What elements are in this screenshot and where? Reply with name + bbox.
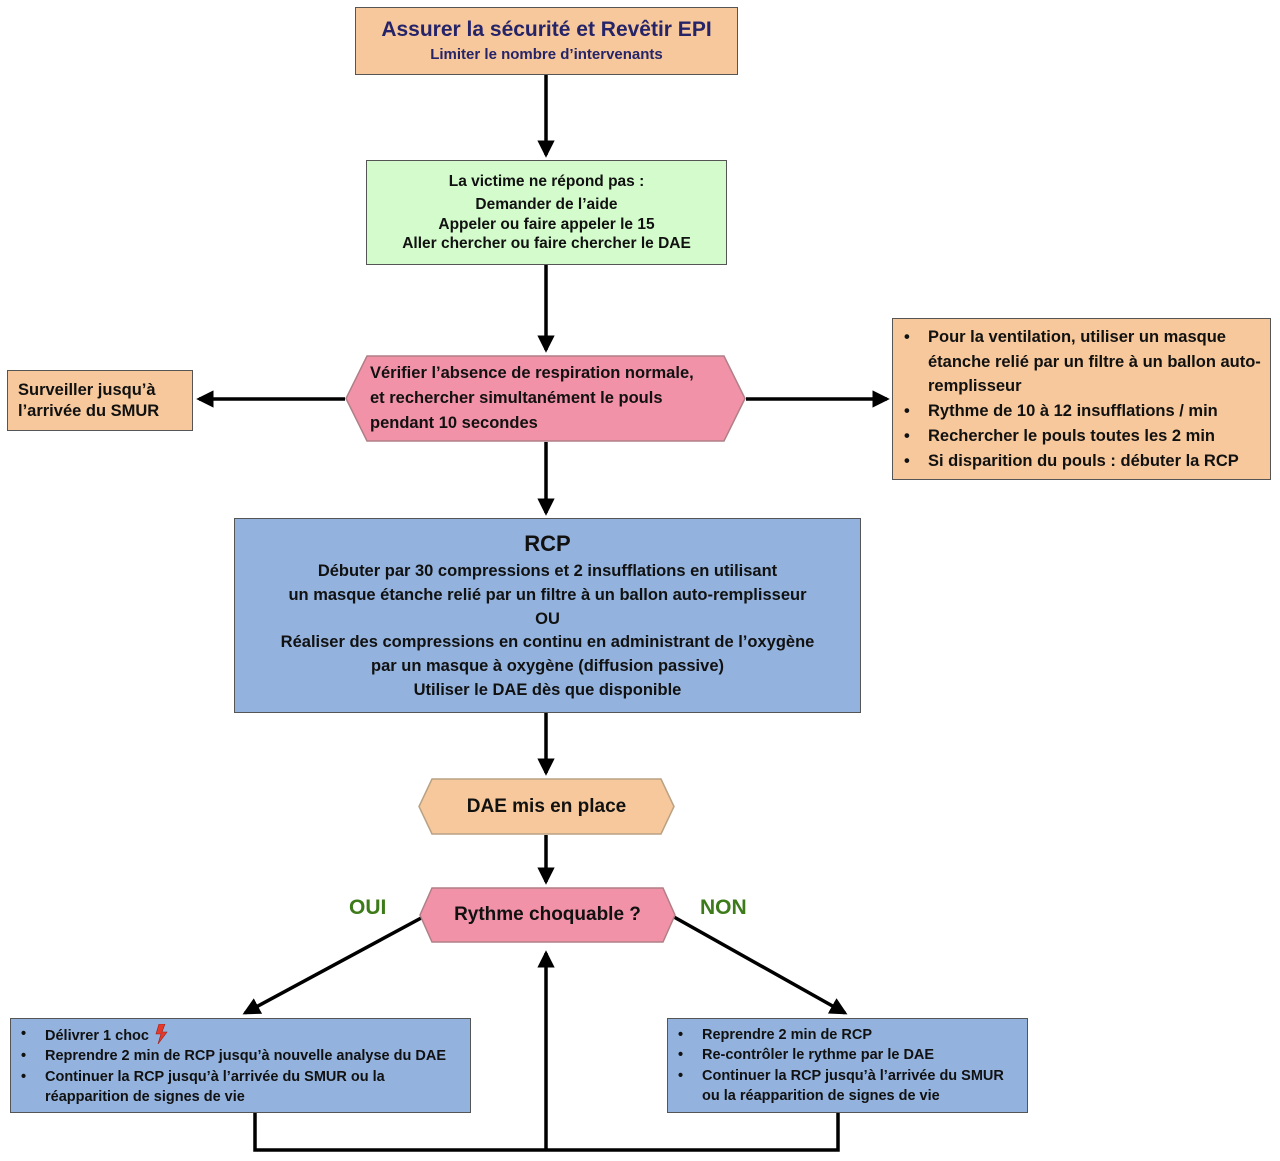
check-line: et rechercher simultanément le pouls: [370, 389, 663, 408]
lightning-icon: [155, 1023, 168, 1044]
no-shock-list: Reprendre 2 min de RCP Re-contrôler le r…: [668, 1025, 1027, 1106]
arrow-rhythm-to-no-shock: [673, 915, 848, 1015]
safety-subtitle: Limiter le nombre d’intervenants: [430, 46, 663, 64]
check-line: Vérifier l’absence de respiration normal…: [370, 364, 694, 383]
ventilation-box: Pour la ventilation, utiliser un masque …: [892, 318, 1271, 480]
arrow-rhythm-to-shock: [242, 915, 424, 1015]
rcp-box: RCP Débuter par 30 compressions et 2 ins…: [234, 518, 861, 713]
safety-title: Assurer la sécurité et Revêtir EPI: [381, 18, 712, 41]
no-shock-item: Reprendre 2 min de RCP: [678, 1025, 1027, 1046]
rcp-or: OU: [535, 609, 560, 628]
dae-hexagon: DAE mis en place: [418, 778, 675, 835]
yes-label: OUI: [349, 896, 387, 919]
check-hexagon-shape: [345, 355, 746, 442]
rcp-line: par un masque à oxygène (diffusion passi…: [370, 657, 724, 676]
no-label: NON: [700, 896, 747, 919]
no-response-heading: La victime ne répond pas :: [448, 172, 645, 190]
rcp-line: Utiliser le DAE dès que disponible: [413, 681, 682, 700]
rhythm-hexagon-shape: [419, 887, 676, 943]
ventilation-item: Rechercher le pouls toutes les 2 min: [904, 424, 1270, 449]
rcp-title: RCP: [524, 530, 571, 556]
check-line: pendant 10 secondes: [370, 413, 538, 432]
shock-item: Continuer la RCP jusqu’à l’arrivée du SM…: [21, 1067, 470, 1108]
no-shock-box: Reprendre 2 min de RCP Re-contrôler le r…: [667, 1018, 1028, 1113]
ventilation-item: Pour la ventilation, utiliser un masque …: [904, 325, 1270, 399]
shock-item: Reprendre 2 min de RCP jusqu’à nouvelle …: [21, 1046, 470, 1067]
monitor-line: Surveiller jusqu’à: [18, 380, 156, 399]
shock-box: Délivrer 1 choc Reprendre 2 min de RCP j…: [10, 1018, 471, 1113]
rcp-line: un masque étanche relié par un filtre à …: [288, 585, 807, 604]
rhythm-label: Rythme choquable ?: [454, 904, 641, 926]
dae-hexagon-shape: [418, 778, 675, 835]
ventilation-item: Si disparition du pouls : débuter la RCP: [904, 449, 1270, 474]
check-breathing-hexagon: Vérifier l’absence de respiration normal…: [345, 355, 746, 442]
rhythm-hexagon: Rythme choquable ?: [419, 887, 676, 943]
no-response-line: Demander de l’aide: [475, 196, 618, 214]
ventilation-list: Pour la ventilation, utiliser un masque …: [893, 325, 1270, 474]
dae-label: DAE mis en place: [466, 795, 627, 817]
shock-list: Délivrer 1 choc Reprendre 2 min de RCP j…: [11, 1023, 470, 1108]
no-response-line: Appeler ou faire appeler le 15: [438, 215, 655, 233]
rcp-line: Réaliser des compressions en continu en …: [280, 633, 815, 652]
shock-item: Délivrer 1 choc: [21, 1023, 470, 1046]
monitor-line: l’arrivée du SMUR: [18, 401, 160, 420]
no-response-box: La victime ne répond pas : Demander de l…: [366, 160, 727, 265]
rcp-line: Débuter par 30 compressions et 2 insuffl…: [317, 561, 778, 580]
no-shock-item: Continuer la RCP jusqu’à l’arrivée du SM…: [678, 1066, 1027, 1107]
shock-item-text: Délivrer 1 choc: [45, 1027, 149, 1044]
monitor-box: Surveiller jusqu’à l’arrivée du SMUR: [7, 370, 193, 431]
safety-box: Assurer la sécurité et Revêtir EPI Limit…: [355, 7, 738, 75]
no-response-line: Aller chercher ou faire chercher le DAE: [402, 234, 691, 252]
no-shock-item: Re-contrôler le rythme par le DAE: [678, 1045, 1027, 1066]
ventilation-item: Rythme de 10 à 12 insufflations / min: [904, 399, 1270, 424]
